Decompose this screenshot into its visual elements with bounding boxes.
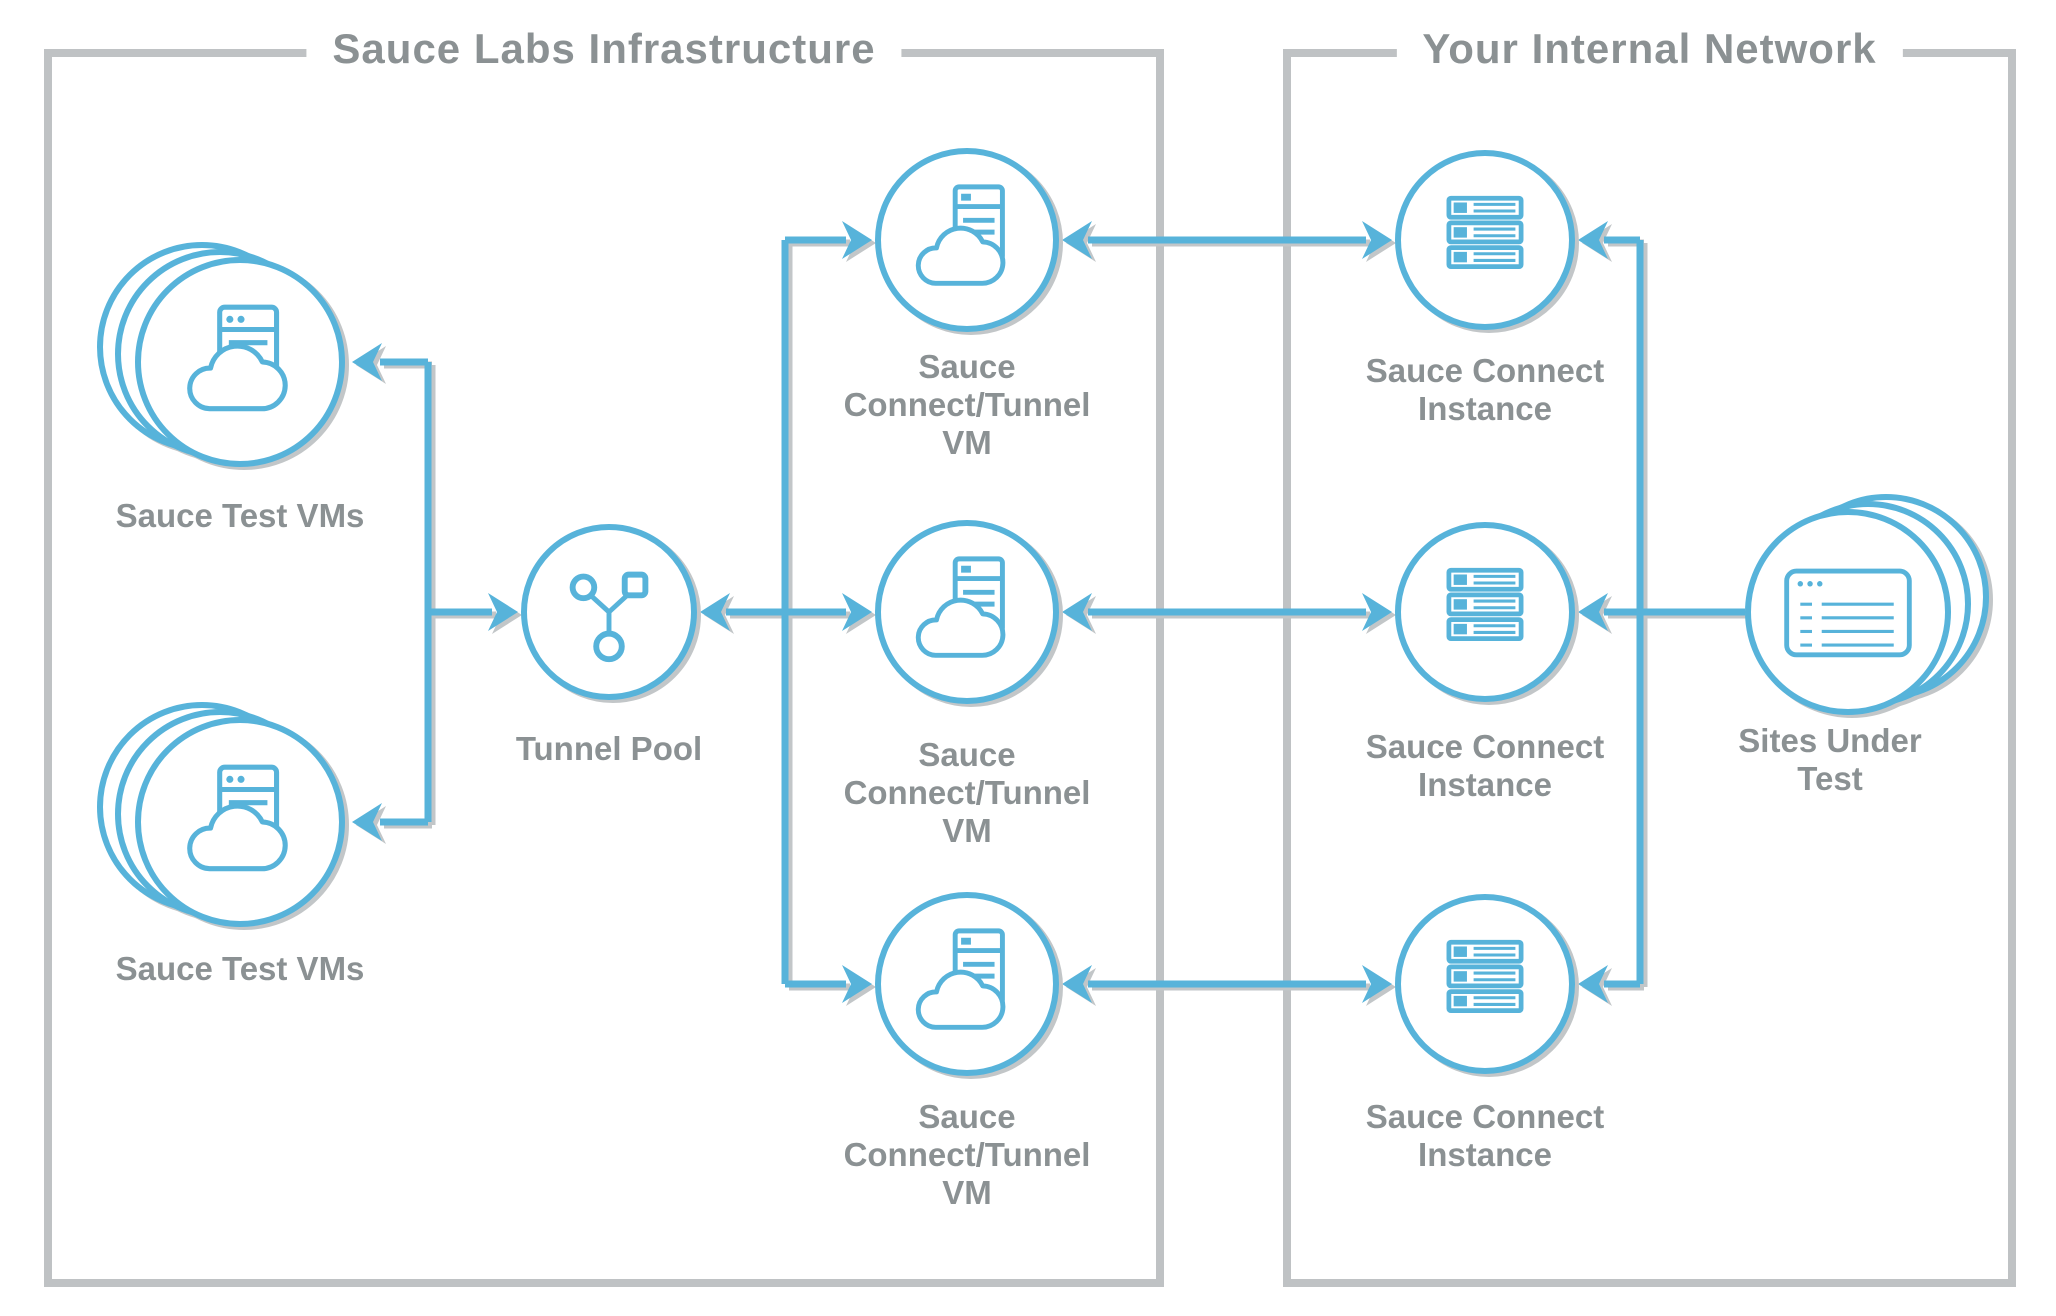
node-circle [135,257,345,467]
arrowhead-right [1362,593,1392,631]
cloud-vm-icon [915,184,1006,286]
node-tunnel-pool [521,524,697,700]
arrowhead-left [352,803,382,841]
middle-to-right-row-lines [1088,236,1366,988]
node-circle [521,524,697,700]
arrowhead-left [1578,593,1608,631]
node-label-sauce-test-vms-bottom: Sauce Test VMs [115,950,365,987]
server-stack-icon [1446,939,1524,1013]
node-sauce-connect-tunnel-vm-1 [875,148,1059,332]
server-stack-icon [1446,195,1524,269]
arrowhead-right [1362,221,1392,259]
node-circle [1745,509,1951,715]
node-label-sauce-connect-instance-3: Sauce Connect Instance [1365,1098,1605,1173]
node-sauce-connect-instance-2 [1395,522,1575,702]
arrowhead-right [1362,965,1392,1003]
node-circle [1395,522,1575,702]
arrowhead-right [842,965,872,1003]
arrowhead-left [1578,965,1608,1003]
node-sites-under-test [1745,494,1989,715]
node-circle [1395,894,1575,1074]
node-circle [1395,150,1575,330]
node-sauce-connect-instance-3 [1395,894,1575,1074]
arrowhead-right [842,221,872,259]
node-sauce-test-vms-bottom [97,702,345,927]
right-trunk-line [1604,236,1745,988]
node-label-sauce-connect-tunnel-vm-1: Sauce Connect/Tunnel VM [843,348,1091,461]
connector-lines [380,236,1745,988]
node-label-sauce-connect-instance-2: Sauce Connect Instance [1365,728,1605,803]
left-trunk-line [380,358,492,826]
node-sauce-connect-instance-1 [1395,150,1575,330]
node-label-tunnel-pool: Tunnel Pool [515,730,703,767]
node-label-sites-under-test: Sites Under Test [1738,722,1922,797]
arrowhead-left [1062,593,1092,631]
section-sauce-labs-infrastructure: Sauce Labs Infrastructure [44,25,1164,1287]
section-your-internal-network: Your Internal Network [1283,25,2016,1287]
cloud-vm-icon [915,928,1006,1030]
node-label-sauce-connect-tunnel-vm-3: Sauce Connect/Tunnel VM [843,1098,1091,1211]
server-stack-icon [1446,567,1524,641]
arrowhead-left [700,593,730,631]
node-label-sauce-connect-instance-1: Sauce Connect Instance [1365,352,1605,427]
node-sauce-connect-tunnel-vm-3 [875,892,1059,1076]
arrowhead-left [352,343,382,381]
cloud-vm-icon [915,556,1006,658]
node-circle [875,520,1059,704]
arrowhead-right [488,593,518,631]
section-title-left: Sauce Labs Infrastructure [306,25,902,73]
node-sauce-connect-tunnel-vm-2 [875,520,1059,704]
section-title-right: Your Internal Network [1396,25,1903,73]
browser-list-stack-icon [1784,568,1912,658]
cloud-server-stack-icon [187,304,288,412]
middle-trunk-line [726,236,846,988]
arrowhead-right [842,593,872,631]
node-label-sauce-connect-tunnel-vm-2: Sauce Connect/Tunnel VM [843,736,1091,849]
arrowhead-left [1578,221,1608,259]
node-circle [875,892,1059,1076]
node-circle [875,148,1059,332]
cloud-server-stack-icon [187,764,288,872]
arrowhead-left [1062,221,1092,259]
node-label-sauce-test-vms-top: Sauce Test VMs [115,497,365,534]
arrowhead-left [1062,965,1092,1003]
node-sauce-test-vms-top [97,242,345,467]
arrowheads [352,221,1608,1003]
node-circle [135,717,345,927]
tunnel-pool-icon [569,571,649,663]
